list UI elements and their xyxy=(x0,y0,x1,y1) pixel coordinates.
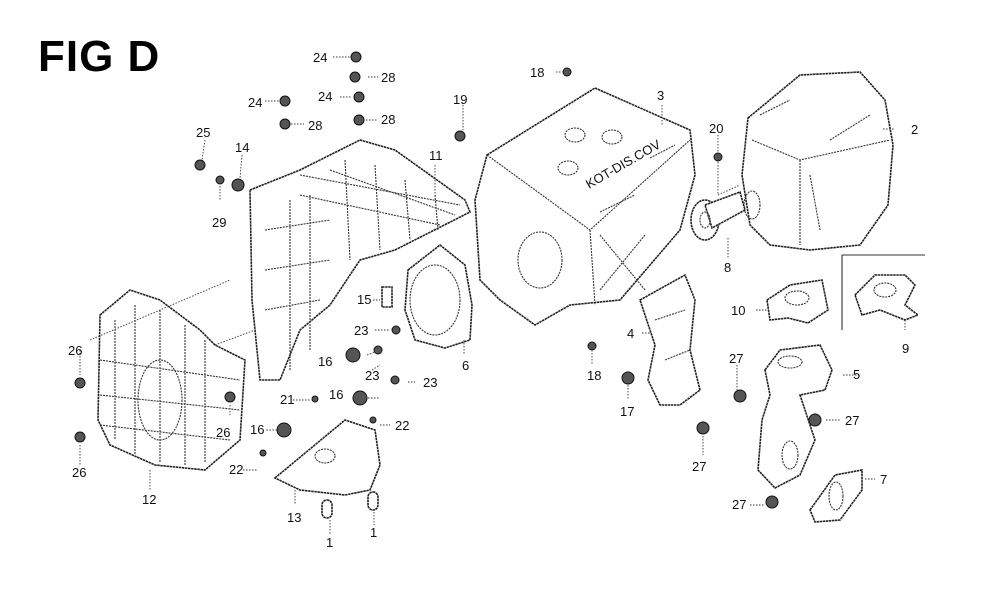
callout-5: 5 xyxy=(853,367,860,382)
part-10-gasket[interactable] xyxy=(766,279,829,324)
callout-15: 15 xyxy=(357,292,371,307)
callout-24: 24 xyxy=(313,50,327,65)
callout-28: 28 xyxy=(308,118,322,133)
callout-20: 20 xyxy=(709,121,723,136)
callout-labels: 24 28 24 28 24 28 25 14 29 11 18 19 3 20… xyxy=(68,50,918,550)
screw-18-icon[interactable] xyxy=(562,67,572,77)
callout-22: 22 xyxy=(395,418,409,433)
callout-23: 23 xyxy=(423,375,437,390)
part-5-exhaust-manifold[interactable] xyxy=(757,344,833,489)
callout-1: 1 xyxy=(370,525,377,540)
callout-29: 29 xyxy=(212,215,226,230)
callout-28: 28 xyxy=(381,112,395,127)
part-1-damper[interactable] xyxy=(367,491,379,511)
washer-28-icon[interactable] xyxy=(353,114,365,126)
fasteners xyxy=(74,51,822,509)
callout-2: 2 xyxy=(911,122,918,137)
stud-22-icon[interactable] xyxy=(369,416,377,424)
callout-27: 27 xyxy=(729,351,743,366)
part-12-front-shroud[interactable] xyxy=(97,289,246,471)
callout-11: 11 xyxy=(429,148,443,163)
callout-14: 14 xyxy=(235,140,249,155)
part-13-mounting-plate[interactable] xyxy=(273,419,381,496)
part-7-exhaust-gasket[interactable] xyxy=(809,469,863,523)
callout-25: 25 xyxy=(196,125,210,140)
bolt-21-icon[interactable] xyxy=(311,395,319,403)
callout-18: 18 xyxy=(530,65,544,80)
callout-27: 27 xyxy=(692,459,706,474)
callout-12: 12 xyxy=(142,492,156,507)
figure-title: FIG D xyxy=(38,32,161,81)
part-1-damper[interactable] xyxy=(321,499,333,519)
callout-24: 24 xyxy=(248,95,262,110)
callout-18: 18 xyxy=(587,368,601,383)
grommet-16-icon[interactable] xyxy=(345,347,361,363)
callout-26: 26 xyxy=(216,425,230,440)
callout-8: 8 xyxy=(724,260,731,275)
grommet-14-icon[interactable] xyxy=(231,178,245,192)
callout-17: 17 xyxy=(620,404,634,419)
callout-19: 19 xyxy=(453,92,467,107)
part-4-bracket[interactable] xyxy=(639,273,701,406)
part-9-gasket-kit[interactable] xyxy=(854,274,920,321)
nut-24-icon[interactable] xyxy=(350,51,362,63)
washer-29-icon[interactable] xyxy=(215,175,225,185)
callout-1: 1 xyxy=(326,535,333,550)
callout-22: 22 xyxy=(229,462,243,477)
bolt-25-icon[interactable] xyxy=(194,159,206,171)
callout-23: 23 xyxy=(354,323,368,338)
callout-21: 21 xyxy=(280,392,294,407)
callout-24: 24 xyxy=(318,89,332,104)
leader-lines xyxy=(79,56,906,535)
bolt-26-icon[interactable] xyxy=(74,431,86,443)
part-2-muffler[interactable] xyxy=(741,71,894,251)
bolt-19-icon[interactable] xyxy=(454,130,466,142)
screw-23-icon[interactable] xyxy=(373,345,383,355)
callout-3: 3 xyxy=(657,88,664,103)
nut-24-icon[interactable] xyxy=(279,95,291,107)
bolt-17-icon[interactable] xyxy=(621,371,635,385)
grommet-16-icon[interactable] xyxy=(276,422,292,438)
nut-27-icon[interactable] xyxy=(765,495,779,509)
screw-23-icon[interactable] xyxy=(391,325,401,335)
callout-13: 13 xyxy=(287,510,301,525)
washer-28-icon[interactable] xyxy=(279,118,291,130)
nut-27-icon[interactable] xyxy=(733,389,747,403)
part-6-dome-cover[interactable] xyxy=(404,243,473,349)
bolt-26-icon[interactable] xyxy=(74,377,86,389)
callout-7: 7 xyxy=(880,472,887,487)
callout-16: 16 xyxy=(329,387,343,402)
nut-24-icon[interactable] xyxy=(353,91,365,103)
part-3-cylinder-cover[interactable]: KOT-DIS.COV xyxy=(474,87,696,326)
callout-23: 23 xyxy=(365,368,379,383)
callout-28: 28 xyxy=(381,70,395,85)
bolt-26-icon[interactable] xyxy=(224,391,236,403)
callout-27: 27 xyxy=(845,413,859,428)
nut-27-icon[interactable] xyxy=(808,413,822,427)
callout-16: 16 xyxy=(250,422,264,437)
callout-10: 10 xyxy=(731,303,745,318)
callout-16: 16 xyxy=(318,354,332,369)
nut-27-icon[interactable] xyxy=(696,421,710,435)
washer-28-icon[interactable] xyxy=(349,71,361,83)
callout-9: 9 xyxy=(902,341,909,356)
callout-4: 4 xyxy=(627,326,634,341)
screw-18-icon[interactable] xyxy=(587,341,597,351)
part-15-clip[interactable] xyxy=(381,286,393,308)
stud-22-icon[interactable] xyxy=(259,449,267,457)
callout-6: 6 xyxy=(462,358,469,373)
screw-23-icon[interactable] xyxy=(390,375,400,385)
part-8-muffler-protector-pipe[interactable] xyxy=(690,190,746,241)
callout-26: 26 xyxy=(68,343,82,358)
callout-26: 26 xyxy=(72,465,86,480)
grommet-16-icon[interactable] xyxy=(352,390,368,406)
part-11-upper-shroud[interactable] xyxy=(249,139,472,381)
callout-27: 27 xyxy=(732,497,746,512)
